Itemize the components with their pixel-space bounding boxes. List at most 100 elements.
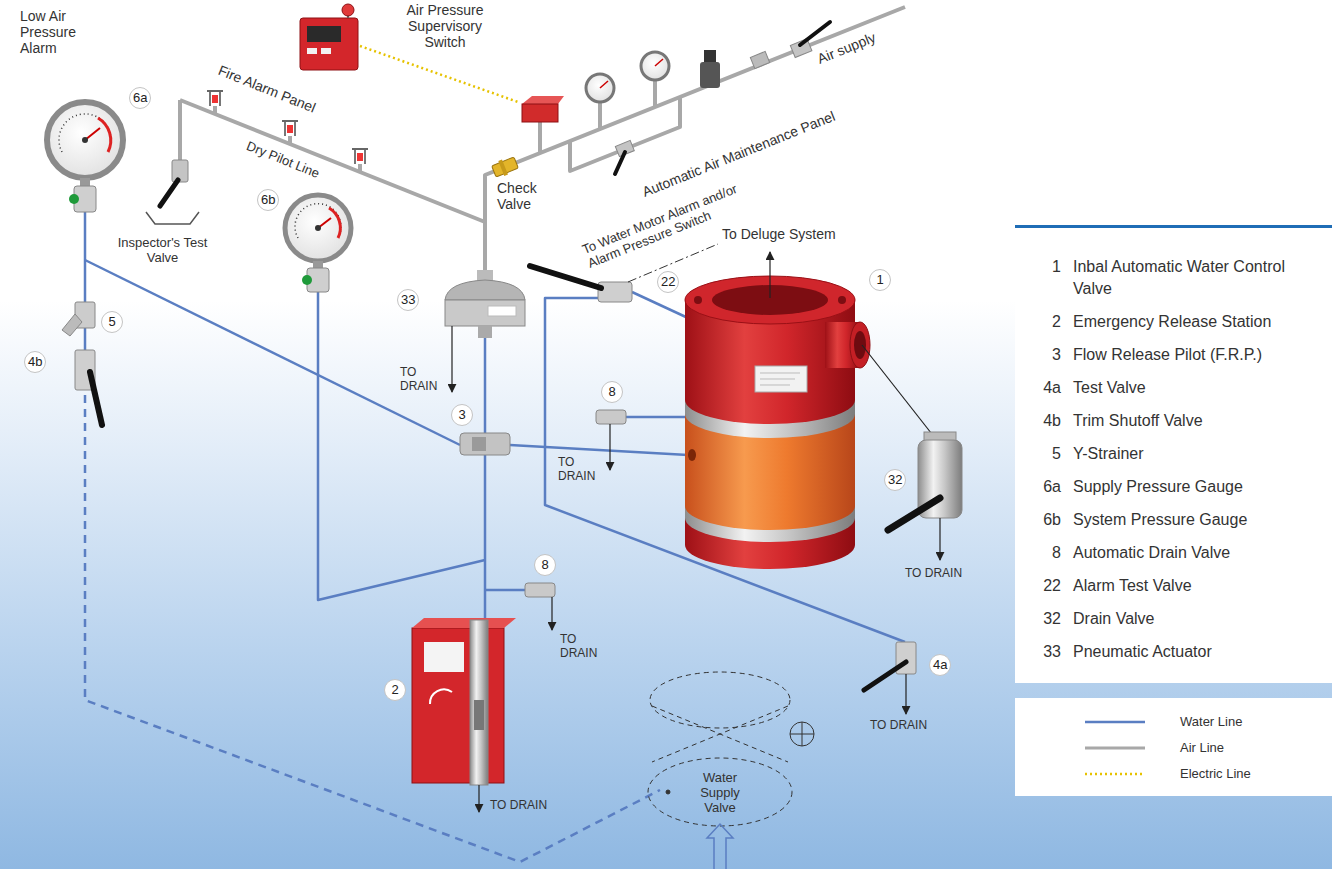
part-label: TO DRAIN (560, 632, 606, 660)
water-supply-valve (790, 722, 814, 746)
sprinkler (352, 149, 368, 164)
key-name: Test Valve (1073, 377, 1320, 399)
key-name: Supply Pressure Gauge (1073, 476, 1320, 498)
part-label: Dry Pilot Line (244, 138, 322, 182)
key-name: System Pressure Gauge (1073, 509, 1320, 531)
emergency-release-station (424, 642, 464, 672)
sprinkler (287, 125, 293, 133)
key-number: 22 (1023, 575, 1061, 597)
drain-arrow (905, 674, 906, 714)
key-number: 1 (1023, 256, 1061, 300)
key-number: 33 (1023, 641, 1061, 663)
sprinkler (352, 148, 368, 150)
check-valve (498, 160, 508, 176)
key-number: 6b (1023, 509, 1061, 531)
key-number: 2 (1023, 311, 1061, 333)
water-line (626, 416, 688, 419)
fire-alarm-panel (307, 26, 341, 42)
electric-line (360, 46, 518, 102)
air-maintenance-panel (600, 81, 608, 88)
control-valve (685, 276, 870, 569)
air-line (213, 106, 217, 114)
air-maintenance-panel (800, 22, 830, 45)
callout-number: 6a (129, 87, 151, 109)
emergency-release-station (412, 618, 516, 785)
air-line (358, 164, 362, 172)
supply-pressure-gauge (98, 118, 111, 152)
key-name: Alarm Test Valve (1073, 575, 1320, 597)
inspector-test-valve (160, 180, 178, 206)
system-pressure-gauge (315, 225, 321, 231)
emergency-release-station (412, 628, 504, 783)
drain-arrow (551, 597, 552, 630)
system-pressure-gauge (285, 195, 351, 292)
air-maintenance-panel (586, 22, 830, 174)
emergency-release-station (470, 620, 488, 785)
part-label: Check Valve (497, 180, 547, 212)
supply-inlet-arrow (707, 824, 733, 869)
sprinkler (355, 150, 365, 164)
drain-arrow (609, 424, 610, 470)
key-name: Inbal Automatic Water Control Valve (1073, 256, 1320, 300)
water-line (85, 260, 460, 445)
system-pressure-gauge (295, 204, 341, 238)
key-number: 8 (1023, 542, 1061, 564)
legend-text: Air Line (1180, 738, 1224, 758)
drain-arrow (769, 252, 770, 298)
part-label: Water Supply Valve (687, 770, 753, 815)
legend-line-sample (1083, 738, 1147, 758)
legend-line-sample (1083, 712, 1147, 732)
air-line (538, 120, 542, 153)
air-maintenance-panel (790, 39, 812, 58)
part-label: Fire Alarm Panel (216, 62, 318, 117)
alarm-test-valve (530, 266, 632, 302)
flow-release-pilot (460, 433, 510, 455)
fire-alarm-panel (300, 4, 358, 70)
key-name: Automatic Drain Valve (1073, 542, 1320, 564)
sprinkler (210, 92, 220, 106)
sprinkler (282, 121, 298, 136)
pressure-switch (522, 96, 564, 104)
system-pressure-gauge (313, 261, 323, 268)
drain-arrow (451, 326, 452, 392)
key-number: 5 (1023, 443, 1061, 465)
key-name: Pneumatic Actuator (1073, 641, 1320, 663)
sprinkler (282, 120, 298, 122)
air-maintenance-panel (586, 74, 614, 102)
water-supply-dashed-line (85, 395, 660, 862)
water-line (632, 292, 688, 318)
key-number: 32 (1023, 608, 1061, 630)
trim-shutoff-valve (90, 372, 102, 425)
flow-release-pilot (460, 433, 510, 455)
air-line (570, 97, 680, 171)
water-line (510, 445, 688, 455)
pneumatic-actuator (445, 300, 525, 326)
air-maintenance-panel (700, 62, 720, 88)
fire-alarm-panel (342, 4, 354, 16)
control-valve (760, 373, 800, 385)
callout-number: 1 (869, 269, 891, 291)
control-valve (838, 296, 846, 304)
supply-pressure-gauge (59, 114, 111, 152)
key-panel: 1Inbal Automatic Water Control Valve2Eme… (1015, 225, 1332, 683)
y-strainer (62, 302, 95, 336)
fire-alarm-panel (300, 18, 358, 70)
key-number: 6a (1023, 476, 1061, 498)
callout-number: 4b (24, 351, 46, 373)
inspector-test-valve (146, 212, 199, 224)
drain-valve (862, 345, 962, 530)
callout-number: 8 (601, 381, 623, 403)
air-maintenance-panel (655, 59, 663, 66)
part-label: Air Pressure Supervisory Switch (395, 2, 495, 50)
pneumatic-actuator (445, 280, 525, 300)
legend-row: Electric Line (1015, 764, 1332, 784)
emergency-release-station (474, 700, 484, 730)
water-line (85, 212, 905, 642)
legend-line-sample (1085, 721, 1145, 724)
y-strainer (62, 314, 82, 336)
air-line (288, 136, 292, 144)
automatic-drain-valve (596, 410, 626, 424)
part-label: TO DRAIN (870, 718, 927, 732)
alarm-test-valve (598, 282, 632, 302)
